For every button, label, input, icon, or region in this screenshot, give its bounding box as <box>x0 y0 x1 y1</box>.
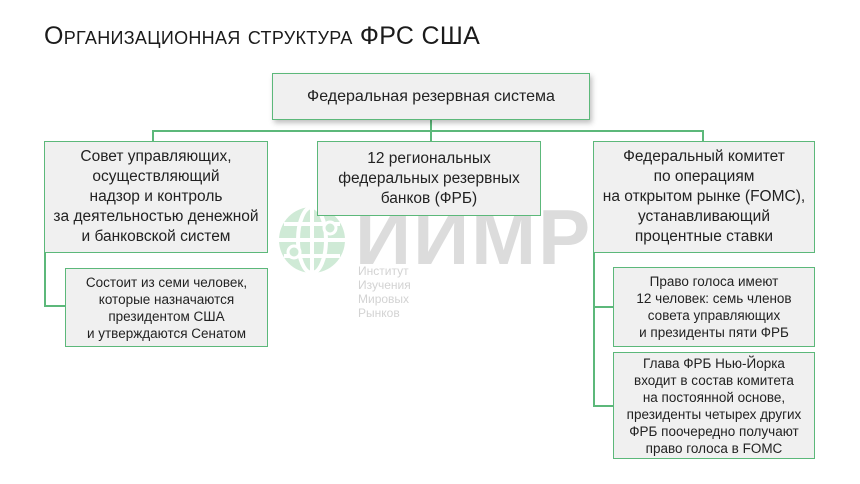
node-board-composition: Состоит из семи человек, которые назнача… <box>65 268 268 347</box>
connector <box>702 130 704 141</box>
node-label: Право голоса имеют 12 человек: семь член… <box>636 274 792 340</box>
node-fomc: Федеральный комитет по операциям на откр… <box>593 141 815 253</box>
node-board-of-governors: Совет управляющих, осуществляющий надзор… <box>44 141 268 253</box>
node-fomc-ny-fed: Глава ФРБ Нью-Йорка входит в состав коми… <box>613 352 815 459</box>
connector <box>430 130 432 141</box>
node-fomc-voting: Право голоса имеют 12 человек: семь член… <box>613 267 815 347</box>
node-federal-reserve-system: Федеральная резервная система <box>272 73 590 120</box>
node-label: Федеральная резервная система <box>307 87 555 105</box>
page-title: Организационная структура ФРС США <box>44 22 481 50</box>
connector <box>593 306 613 308</box>
connector <box>593 253 595 406</box>
connector <box>152 130 703 132</box>
node-regional-banks: 12 региональных федеральных резервных ба… <box>317 141 541 216</box>
connector <box>593 405 613 407</box>
node-label: Состоит из семи человек, которые назнача… <box>85 274 248 341</box>
node-label: Глава ФРБ Нью-Йорка входит в состав коми… <box>626 355 802 456</box>
connector <box>44 253 46 306</box>
node-label: 12 региональных федеральных резервных ба… <box>338 149 520 207</box>
watermark-subtitle: Институт Изучения Мировых Рынков <box>358 264 411 320</box>
node-label: Совет управляющих, осуществляющий надзор… <box>53 148 259 245</box>
connector <box>44 305 65 307</box>
connector <box>430 120 432 131</box>
node-label: Федеральный комитет по операциям на откр… <box>602 148 806 245</box>
connector <box>152 130 154 141</box>
